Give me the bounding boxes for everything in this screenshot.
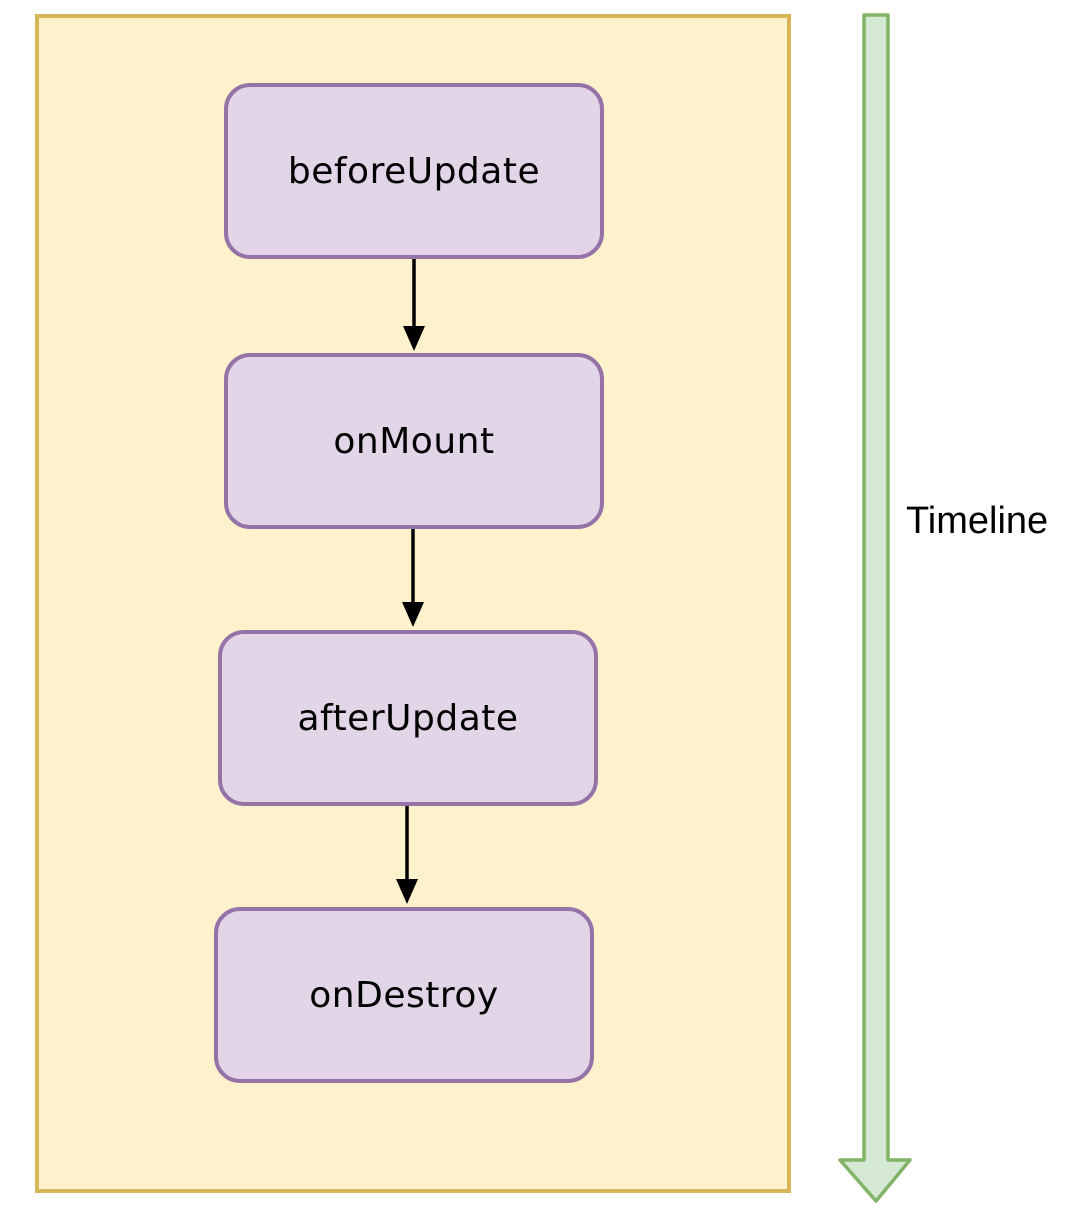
node-label-after-update: afterUpdate (297, 697, 519, 739)
node-label-on-mount: onMount (333, 420, 495, 462)
node-on-mount: onMount (224, 353, 604, 529)
node-on-destroy: onDestroy (214, 907, 594, 1083)
node-after-update: afterUpdate (218, 630, 598, 806)
timeline-label: Timeline (906, 500, 1049, 542)
node-before-update: beforeUpdate (224, 83, 604, 259)
node-label-on-destroy: onDestroy (309, 974, 499, 1016)
timeline-arrow-icon (838, 13, 912, 1203)
node-label-before-update: beforeUpdate (287, 150, 541, 192)
